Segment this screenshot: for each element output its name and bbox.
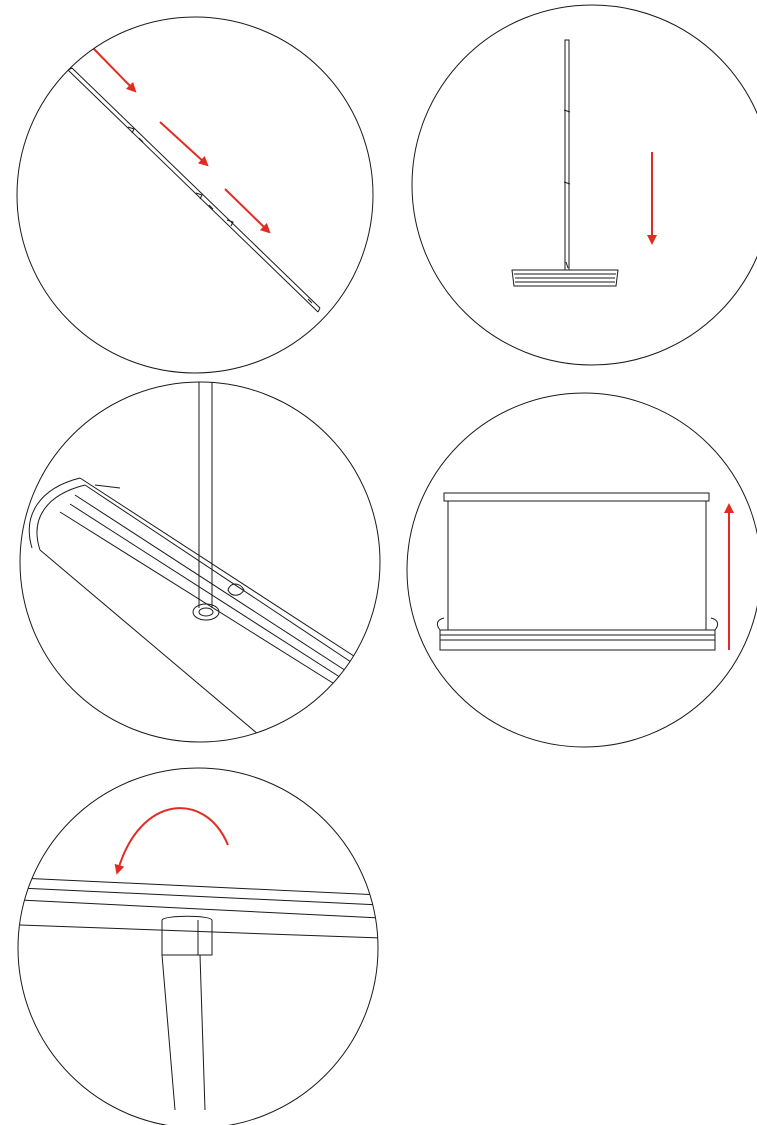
step-4-panel [406,392,757,748]
banner-assembly [436,492,719,651]
base-rail [28,477,361,741]
step-5-panel [17,767,379,1125]
pole-hook [161,915,213,1111]
pole-standing [563,39,571,271]
red-arrows [114,807,229,875]
step-2-circle [411,4,757,366]
red-arrows [92,47,271,234]
base-stand [511,269,619,287]
pole-socket [192,382,245,621]
step-1-panel [16,16,374,374]
step-4-circle [406,392,757,748]
step-1-circle [16,16,374,374]
top-rail [19,877,378,939]
step-3-circle [19,381,381,743]
step-3-panel [19,381,381,743]
step-2-panel [411,4,757,366]
pole-segments [67,67,321,313]
step-5-circle [17,767,379,1125]
